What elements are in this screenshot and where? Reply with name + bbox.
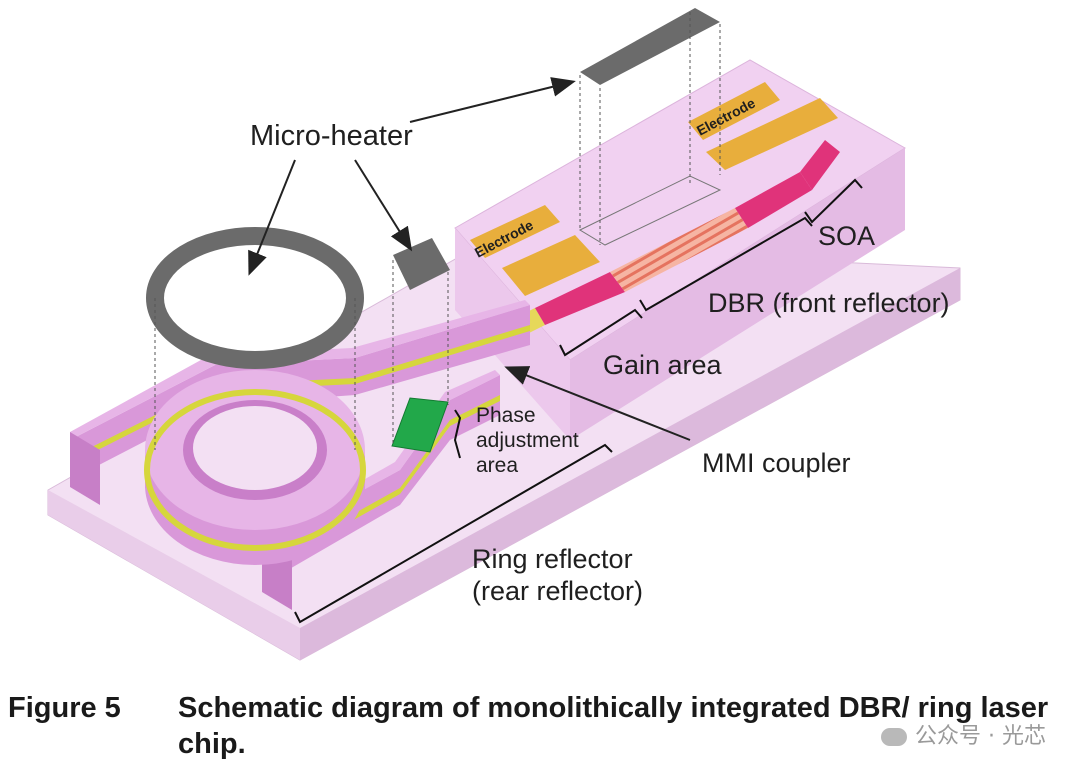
ring-resonator: [144, 370, 366, 565]
ring-reflector-label-2: (rear reflector): [472, 576, 643, 606]
wechat-icon: [881, 728, 908, 746]
phase-label-2: adjustment: [476, 429, 579, 452]
dbr-label: DBR (front reflector): [708, 288, 950, 318]
ring-heater: [146, 227, 364, 450]
watermark-text: 公众号 · 光芯: [915, 724, 1046, 749]
dbr-heater: [578, 8, 722, 246]
gain-section: [535, 272, 625, 325]
figure-number: Figure 5: [8, 692, 121, 724]
figure-caption-text: Schematic diagram of monolithically inte…: [178, 692, 1049, 760]
phase-label-1: Phase: [476, 404, 536, 427]
soa-label: SOA: [818, 221, 875, 251]
dbr-grating: [610, 208, 748, 292]
electrode-left: Electrode: [470, 205, 600, 296]
micro-heater-label: Micro-heater: [250, 120, 413, 152]
active-waveguide: [515, 140, 840, 335]
annotation-arrows: [248, 77, 691, 441]
ring-reflector-label-1: Ring reflector: [472, 544, 633, 574]
mmi-coupler-label: MMI coupler: [702, 448, 851, 478]
region-brackets: [294, 178, 863, 624]
phase-label-3: area: [476, 454, 518, 477]
soa-section: [735, 172, 812, 228]
watermark: 公众号 · 光芯: [881, 718, 1046, 750]
gain-area-label: Gain area: [603, 350, 723, 380]
